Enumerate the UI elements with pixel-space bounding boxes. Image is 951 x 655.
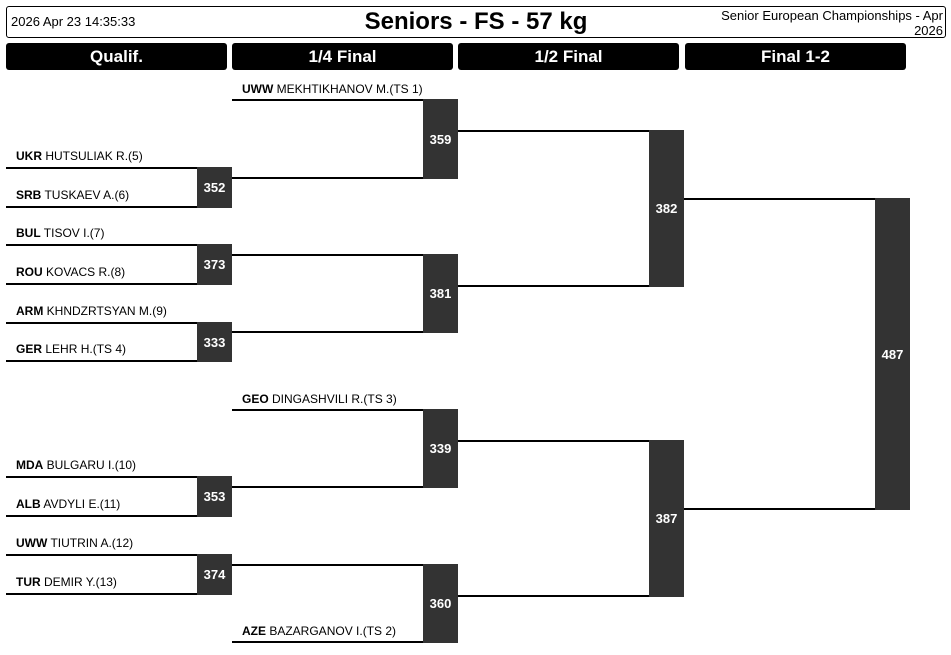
bout-number[interactable]: 339	[423, 409, 458, 488]
bracket-line	[232, 99, 423, 101]
bracket-line	[232, 486, 458, 488]
round-header-final: Final 1-2	[685, 43, 906, 70]
bracket-line	[6, 554, 197, 556]
bout-number[interactable]: 353	[197, 476, 232, 517]
bracket-line	[458, 595, 684, 597]
country-code: AZE	[242, 624, 266, 638]
athlete-name: LEHR H.(TS 4)	[45, 342, 127, 356]
bracket-line	[6, 476, 197, 478]
round-header-quarterfinal: 1/4 Final	[232, 43, 453, 70]
athlete-name: KOVACS R.(8)	[46, 265, 126, 279]
bracket-line	[232, 641, 458, 643]
bracket-line	[458, 130, 649, 132]
bracket-line	[232, 331, 458, 333]
country-code: ALB	[16, 497, 41, 511]
event-name-line2: 2026	[914, 23, 943, 38]
bout-number[interactable]: 352	[197, 167, 232, 208]
bracket-line	[232, 564, 423, 566]
entry-qualif-9: UWW TIUTRIN A.(12)	[16, 536, 133, 550]
round-header-semifinal: 1/2 Final	[458, 43, 679, 70]
athlete-name: TUSKAEV A.(6)	[44, 188, 130, 202]
bout-number[interactable]: 360	[423, 564, 458, 643]
bout-number[interactable]: 387	[649, 440, 684, 597]
bout-number[interactable]: 373	[197, 244, 232, 285]
country-code: ROU	[16, 265, 43, 279]
print-datetime: 2026 Apr 23 14:35:33	[11, 14, 136, 29]
entry-quarterfinal-seed: GEO DINGASHVILI R.(TS 3)	[242, 392, 397, 406]
bracket-line	[232, 409, 423, 411]
entry-qualif-10: TUR DEMIR Y.(13)	[16, 575, 117, 589]
athlete-name: AVDYLI E.(11)	[43, 497, 121, 511]
entry-qualif-7: MDA BULGARU I.(10)	[16, 458, 136, 472]
country-code: SRB	[16, 188, 42, 202]
athlete-name: TIUTRIN A.(12)	[50, 536, 134, 550]
country-code: ARM	[16, 304, 44, 318]
country-code: MDA	[16, 458, 44, 472]
country-code: GER	[16, 342, 43, 356]
bracket-line	[232, 254, 423, 256]
bracket-line	[458, 285, 684, 287]
bout-number[interactable]: 374	[197, 554, 232, 595]
athlete-name: BULGARU I.(10)	[46, 458, 137, 472]
bracket-line	[684, 508, 910, 510]
entry-qualif-1: UKR HUTSULIAK R.(5)	[16, 149, 143, 163]
bracket-line	[6, 593, 232, 595]
entry-qualif-2: SRB TUSKAEV A.(6)	[16, 188, 129, 202]
bout-number[interactable]: 333	[197, 322, 232, 362]
bracket-line	[458, 440, 649, 442]
entry-quarterfinal-seed: AZE BAZARGANOV I.(TS 2)	[242, 624, 396, 638]
event-name: Senior European Championships - Apr 2026	[673, 8, 943, 38]
bracket-line	[6, 283, 232, 285]
athlete-name: HUTSULIAK R.(5)	[45, 149, 143, 163]
bracket-line	[6, 167, 197, 169]
round-header-qualif: Qualif.	[6, 43, 227, 70]
bracket-line	[6, 322, 197, 324]
bracket-line	[6, 206, 232, 208]
country-code: TUR	[16, 575, 41, 589]
country-code: UWW	[242, 82, 274, 96]
athlete-name: MEKHTIKHANOV M.(TS 1)	[276, 82, 423, 96]
country-code: BUL	[16, 226, 41, 240]
athlete-name: DINGASHVILI R.(TS 3)	[272, 392, 397, 406]
entry-qualif-5: ARM KHNDZRTSYAN M.(9)	[16, 304, 167, 318]
bracket-line	[684, 198, 875, 200]
bracket-line	[6, 244, 197, 246]
bout-number[interactable]: 382	[649, 130, 684, 287]
entry-quarterfinal-seed: UWW MEKHTIKHANOV M.(TS 1)	[242, 82, 423, 96]
entry-qualif-4: ROU KOVACS R.(8)	[16, 265, 125, 279]
header-box: 2026 Apr 23 14:35:33 Seniors - FS - 57 k…	[6, 6, 946, 38]
bout-number[interactable]: 487	[875, 198, 910, 510]
entry-qualif-8: ALB AVDYLI E.(11)	[16, 497, 120, 511]
entry-qualif-6: GER LEHR H.(TS 4)	[16, 342, 126, 356]
page-title: Seniors - FS - 57 kg	[364, 8, 588, 35]
event-name-line1: Senior European Championships - Apr	[721, 8, 943, 23]
athlete-name: KHNDZRTSYAN M.(9)	[46, 304, 167, 318]
country-code: GEO	[242, 392, 269, 406]
athlete-name: BAZARGANOV I.(TS 2)	[269, 624, 397, 638]
athlete-name: TISOV I.(7)	[43, 226, 105, 240]
bout-number[interactable]: 359	[423, 99, 458, 179]
bout-number[interactable]: 381	[423, 254, 458, 333]
country-code: UWW	[16, 536, 48, 550]
bracket-line	[6, 360, 232, 362]
country-code: UKR	[16, 149, 42, 163]
entry-qualif-3: BUL TISOV I.(7)	[16, 226, 104, 240]
bracket-line	[232, 177, 458, 179]
bracket-line	[6, 515, 232, 517]
athlete-name: DEMIR Y.(13)	[44, 575, 117, 589]
